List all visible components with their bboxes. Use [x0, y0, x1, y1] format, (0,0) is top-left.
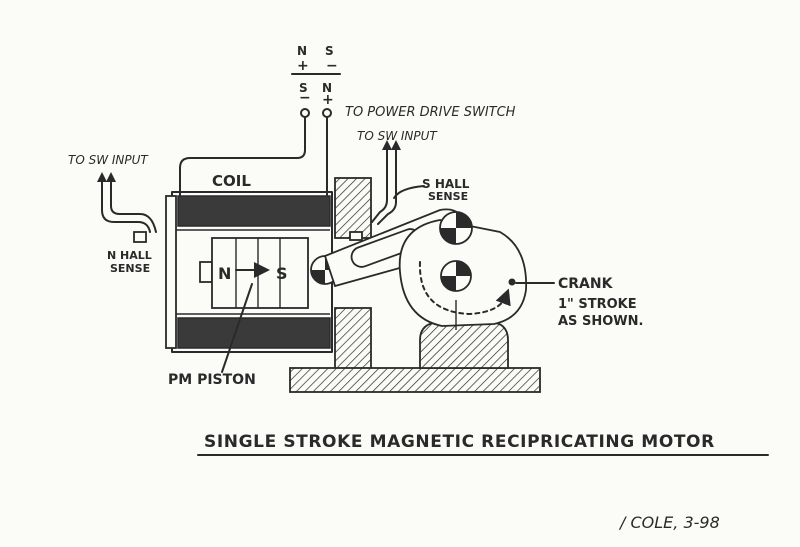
n-hall-sensor: N HALL SENSE [107, 231, 152, 275]
polarity-bottom-n: N [322, 81, 332, 95]
pm-piston: N S PM PISTON [168, 237, 340, 388]
terminal-left [300, 108, 310, 118]
coil-lead-left [179, 116, 306, 196]
coil-assembly: COIL [165, 172, 333, 353]
crank-label: CRANK [558, 276, 614, 292]
sw-input-right-label: TO SW INPUT [357, 129, 438, 143]
stroke-label-2: AS SHOWN. [558, 314, 643, 329]
s-hall-label-2: SENSE [428, 190, 468, 203]
polarity-markers: N + S − S − N + [291, 44, 341, 108]
n-hall-sensor-body [133, 231, 147, 243]
crank-rotation-arrow [418, 261, 511, 315]
pm-piston-pointer [221, 283, 253, 373]
crank-pin-quarter-1 [456, 212, 472, 228]
crank-shaft-quarter-2 [441, 276, 456, 291]
left-sw-input-arrows: TO SW INPUT [68, 153, 157, 233]
right-sw-input-arrows: TO SW INPUT [357, 129, 438, 225]
n-hall-label-2: SENSE [110, 262, 150, 275]
polarity-top-minus: − [326, 58, 338, 74]
crank-shaft-quarter-1 [456, 261, 471, 276]
coil-label: COIL [212, 172, 251, 190]
polarity-top-n: N [297, 44, 307, 58]
piston-s-label: S [276, 264, 288, 283]
sw-wire-left-2 [110, 179, 157, 233]
sw-arrow-left-2 [106, 172, 116, 182]
power-drive-switch-label: TO POWER DRIVE SWITCH [345, 105, 516, 120]
crank-hole [508, 278, 516, 286]
polarity-bottom-s: S [299, 81, 308, 95]
polarity-bottom-plus: + [322, 92, 334, 108]
polarity-bottom-minus: − [299, 90, 311, 106]
stand-lower-block [334, 307, 372, 373]
motor-base [289, 177, 541, 393]
polarity-top-plus: + [297, 58, 309, 74]
crank-pedestal [419, 321, 509, 369]
diagram-title: SINGLE STROKE MAGNETIC RECIPRICATING MOT… [204, 432, 715, 452]
pm-piston-label: PM PISTON [168, 372, 256, 388]
sw-arrow-left-1 [97, 172, 107, 182]
crank-callout: CRANK 1" STROKE AS SHOWN. [515, 276, 643, 329]
wrist-pin-quarter-2 [311, 270, 325, 284]
sw-wire-left-1 [101, 179, 151, 233]
signature: / COLE, 3-98 [618, 513, 720, 532]
s-hall-pointer [393, 185, 425, 199]
coil-winding-lower [177, 317, 331, 349]
s-hall-sensor-body [349, 231, 363, 241]
title-block: SINGLE STROKE MAGNETIC RECIPRICATING MOT… [197, 432, 769, 456]
polarity-top-s: S [325, 44, 334, 58]
terminal-right [322, 108, 332, 118]
piston-end-nut [199, 261, 213, 283]
sw-input-left-label: TO SW INPUT [68, 153, 149, 167]
sw-arrow-right-2 [391, 140, 401, 150]
coil-leads [179, 108, 332, 196]
stroke-label-1: 1" STROKE [558, 297, 637, 312]
coil-winding-upper [177, 195, 331, 227]
sw-wire-right-1 [371, 147, 388, 223]
s-hall-label-1: S HALL [422, 177, 470, 191]
s-hall-callout: S HALL SENSE [393, 177, 470, 203]
n-hall-label-1: N HALL [107, 249, 152, 262]
crank-pin-quarter-2 [440, 228, 456, 244]
base-plate [289, 367, 541, 393]
piston-n-label: N [218, 264, 231, 283]
sw-wire-right-2 [377, 147, 397, 225]
stand-upper-block [334, 177, 372, 239]
coil-end-plate-left [165, 195, 177, 349]
crank [398, 211, 527, 330]
sw-arrow-right-1 [382, 140, 392, 150]
